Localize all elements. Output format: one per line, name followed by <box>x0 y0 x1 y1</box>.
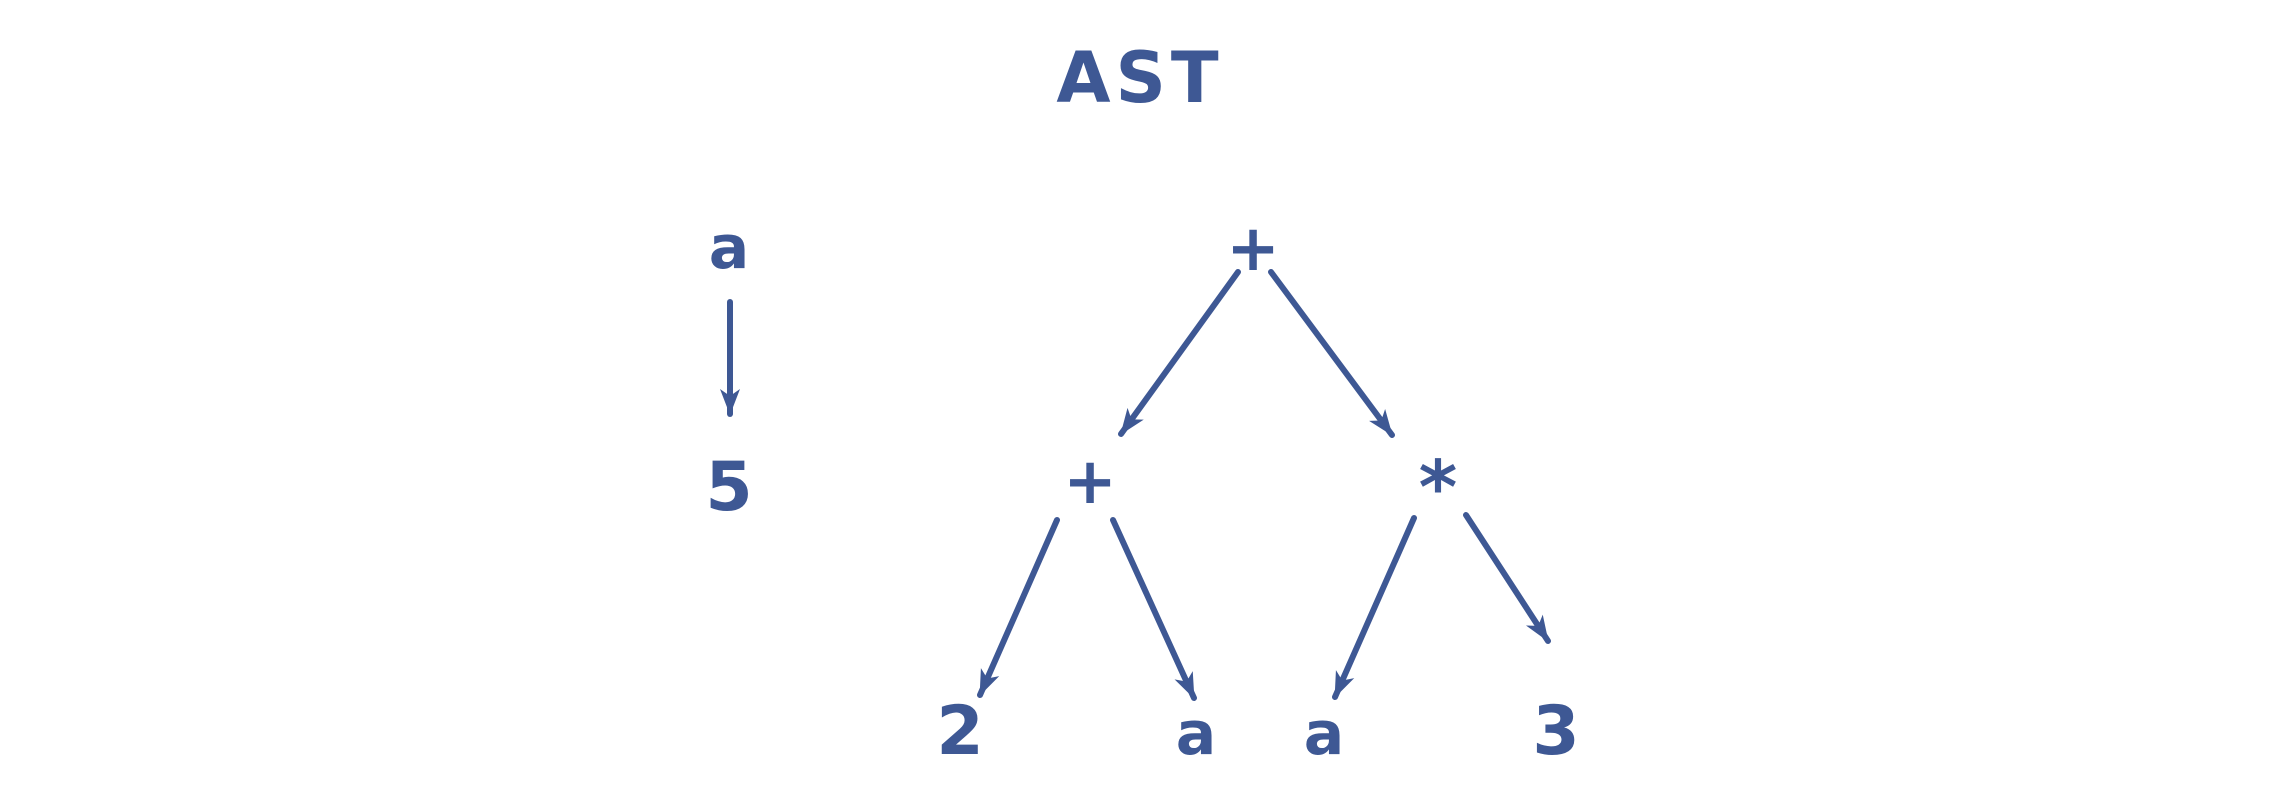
assignment-value-label: 5 <box>705 448 752 527</box>
ast-leaf-2: 2 <box>936 692 983 771</box>
edge-root-to-left-plus <box>1118 269 1241 437</box>
ast-node-left-plus: + <box>1063 445 1117 519</box>
edge-star-to-a <box>1332 515 1417 700</box>
edge-left-plus-to-2 <box>977 517 1060 698</box>
assignment-variable-label: a <box>709 213 750 283</box>
assignment-group: a 5 <box>705 213 752 527</box>
diagram-title: AST <box>1056 37 1223 119</box>
ast-leaf-a-right: a <box>1304 699 1345 769</box>
ast-leaf-3: 3 <box>1532 692 1579 771</box>
ast-tree-group: + + * 2 a a 3 <box>936 212 1579 771</box>
edge-left-plus-to-a <box>1110 517 1197 701</box>
ast-leaf-a-left: a <box>1176 699 1217 769</box>
ast-node-star: * <box>1419 445 1458 531</box>
edge-root-to-star <box>1268 269 1395 438</box>
edge-star-to-3 <box>1463 512 1551 644</box>
